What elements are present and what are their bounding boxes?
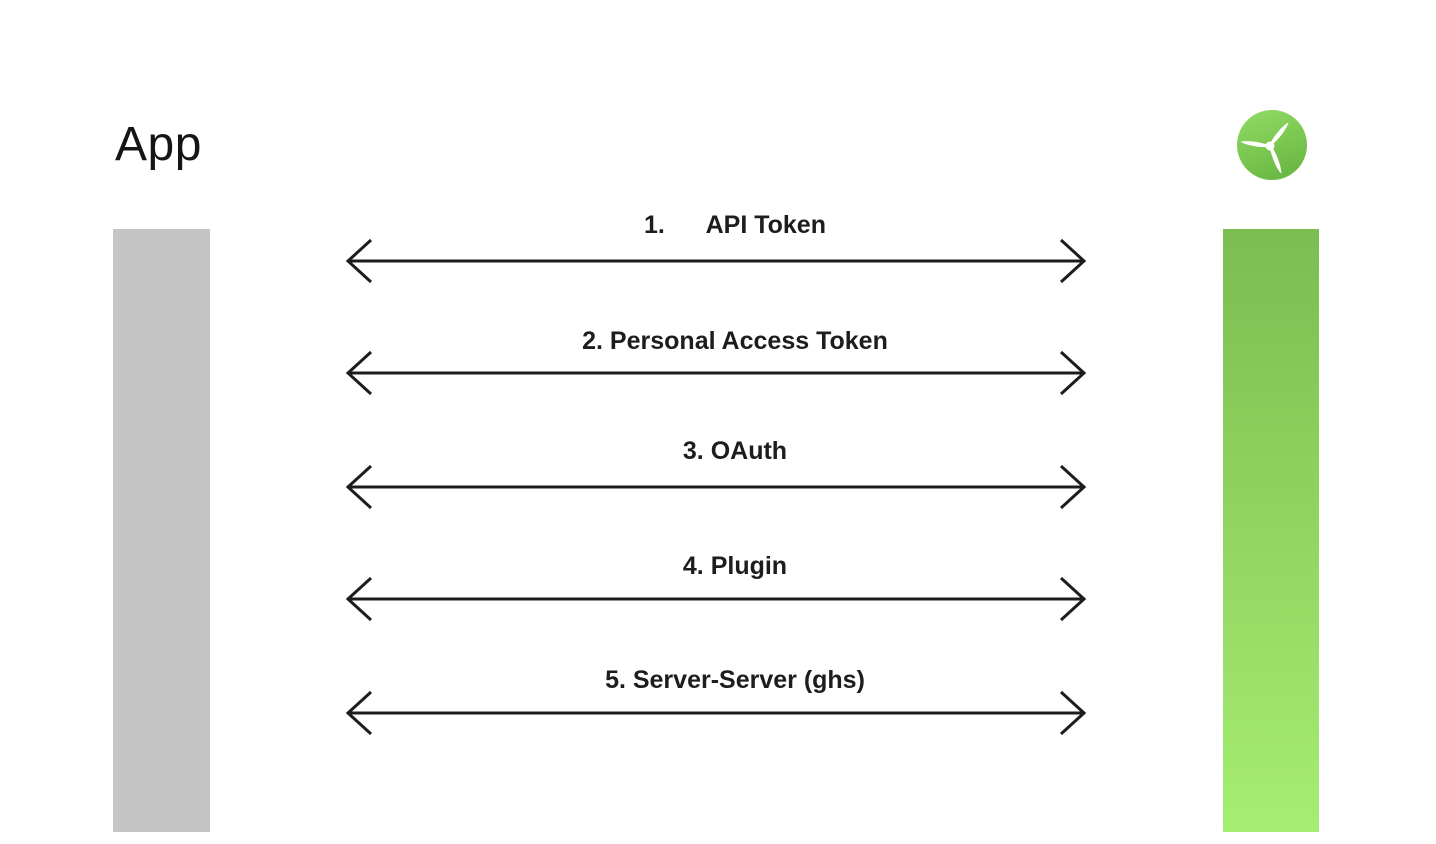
double-arrow-5 [344,689,1088,737]
connection-label-2: 2. Personal Access Token [582,327,888,355]
connection-label-3: 3. OAuth [682,437,788,465]
connection-label-1: 1. API Token [644,211,826,239]
double-arrow-3 [344,463,1088,511]
connection-label-4: 4. Plugin [682,552,788,580]
connection-label-5: 5. Server-Server (ghs) [605,666,865,694]
propeller-logo-icon [1237,110,1307,180]
app-lifeline-bar [113,229,210,832]
double-arrow-1 [344,237,1088,285]
app-title: App [115,118,202,171]
double-arrow-2 [344,349,1088,397]
service-lifeline-bar [1223,229,1319,832]
double-arrow-4 [344,575,1088,623]
